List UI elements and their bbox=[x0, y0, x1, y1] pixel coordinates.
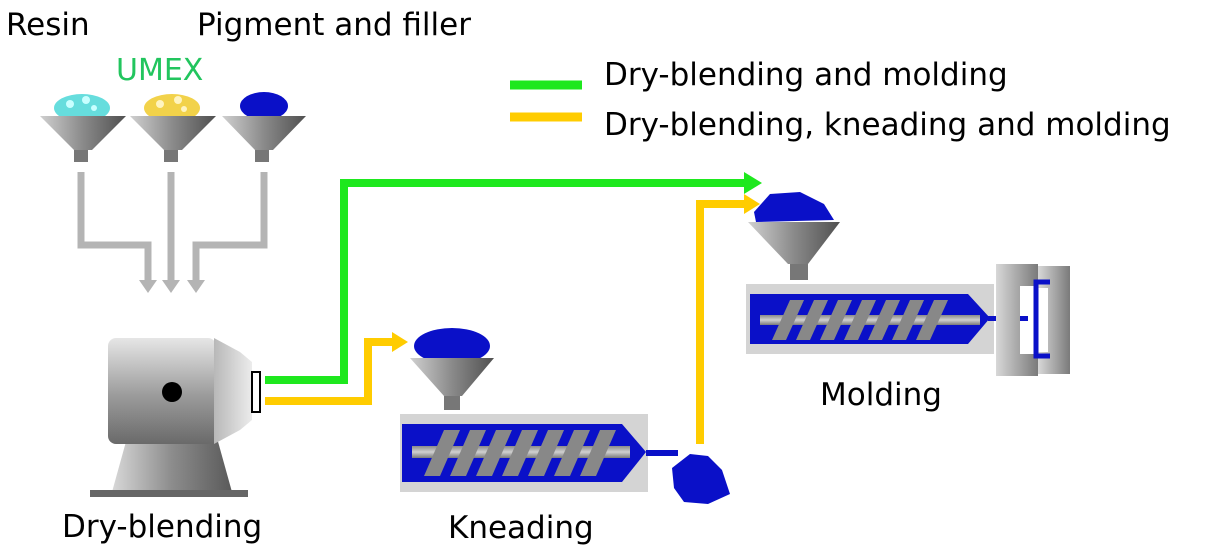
mold-icon bbox=[996, 264, 1070, 376]
green-path-line bbox=[265, 179, 746, 384]
funnel-icon bbox=[130, 116, 216, 162]
funnel-icon bbox=[222, 116, 306, 162]
injection-molding-machine-icon bbox=[746, 192, 1028, 354]
feed-arrowheads bbox=[139, 280, 205, 293]
kneading-label: Kneading bbox=[448, 510, 594, 546]
dry-blender-icon bbox=[90, 338, 261, 497]
green-path-arrowhead bbox=[744, 172, 762, 194]
umex-label: UMEX bbox=[116, 53, 204, 88]
yellow-path-arrowhead-1 bbox=[392, 332, 408, 352]
feed-arrows bbox=[77, 172, 268, 282]
dry-blending-label: Dry-blending bbox=[62, 509, 263, 545]
molding-label: Molding bbox=[820, 377, 942, 413]
kneading-extruder-icon bbox=[400, 328, 730, 504]
yellow-path-line-1 bbox=[265, 338, 394, 405]
resin-label: Resin bbox=[6, 7, 90, 43]
resin-funnel bbox=[40, 94, 126, 162]
pigment-label: Pigment and filler bbox=[197, 7, 471, 43]
legend-yellow-label: Dry-blending, kneading and molding bbox=[604, 107, 1171, 143]
funnel-icon bbox=[40, 116, 126, 162]
yellow-path-line-2 bbox=[696, 200, 746, 444]
yellow-path-arrowhead-2 bbox=[744, 194, 760, 214]
umex-funnel bbox=[130, 94, 216, 162]
pigment-funnel bbox=[222, 92, 306, 162]
legend-green-label: Dry-blending and molding bbox=[604, 57, 1008, 93]
